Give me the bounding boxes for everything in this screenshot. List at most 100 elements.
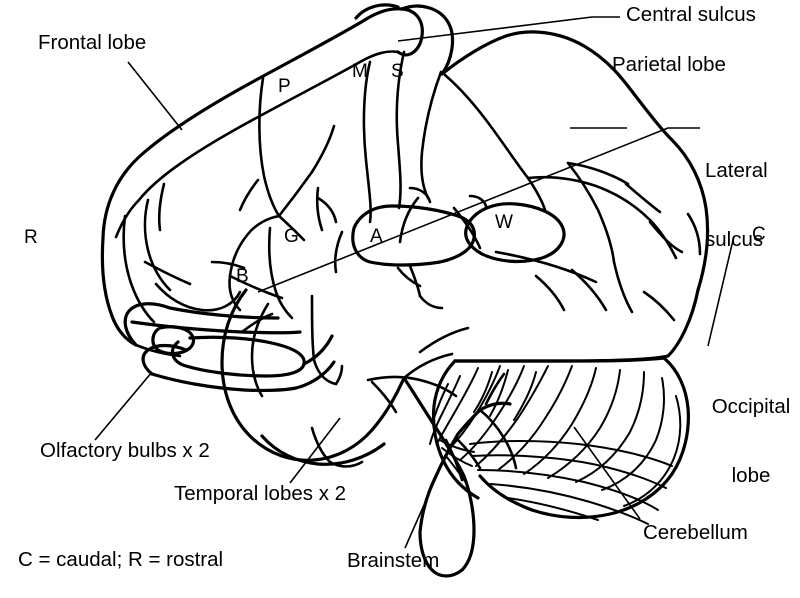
cerebellum-outline-bottom bbox=[530, 472, 674, 520]
leader-occipital-lobe bbox=[707, 235, 735, 347]
temporal-sulcus-7 bbox=[370, 380, 398, 414]
mark-caudal-edge bbox=[686, 212, 702, 256]
temporal-lobules bbox=[333, 186, 566, 310]
temporal-sulcus-6 bbox=[418, 378, 458, 398]
parietal-branch-down bbox=[566, 161, 616, 264]
label-legend-orientation: C = caudal; R = rostral bbox=[18, 548, 224, 571]
dorsal-bump-left bbox=[354, 3, 400, 20]
folia-left-3 bbox=[437, 367, 479, 443]
label-central-sulcus: Central sulcus bbox=[626, 3, 756, 26]
frontal-gyri bbox=[122, 76, 338, 324]
marker-p: P bbox=[278, 76, 291, 97]
temporal-sulcus-2 bbox=[310, 294, 316, 362]
precentral-fold bbox=[398, 196, 420, 244]
parietal-branch-down-2 bbox=[612, 260, 634, 314]
gyrus-P-left bbox=[258, 76, 281, 218]
folia-5 bbox=[575, 371, 645, 483]
gyrus-G-line-2 bbox=[274, 290, 294, 320]
label-occipital-lobe-line2: lobe bbox=[731, 463, 771, 487]
marker-rostral: R bbox=[24, 227, 38, 248]
marker-s: S bbox=[391, 61, 404, 82]
temporal-sulcus-3 bbox=[312, 358, 338, 386]
gyrus-near-A-top bbox=[316, 196, 338, 224]
brainstem-fold-1 bbox=[456, 438, 482, 470]
folia-short-2 bbox=[473, 371, 493, 413]
sylvian-hook-2 bbox=[468, 194, 488, 208]
folia-short-3 bbox=[513, 371, 537, 421]
postcentral-fold bbox=[452, 206, 482, 250]
lobule-W bbox=[464, 202, 566, 264]
occipital-margin bbox=[666, 288, 700, 358]
olfactory-bulb-upper bbox=[151, 325, 196, 356]
marker-caudal: C bbox=[752, 224, 766, 245]
parietal-sulcus-1 bbox=[443, 73, 530, 180]
brainstem-right-edge bbox=[418, 432, 460, 534]
marker-a: A bbox=[370, 226, 383, 247]
gyrus-frontal-lower-3 bbox=[122, 214, 156, 324]
parietal-sulcus-8 bbox=[624, 182, 662, 214]
olfactory-bulb-lower bbox=[170, 335, 306, 378]
label-parietal-lobe: Parietal lobe bbox=[612, 53, 726, 76]
insula-fold bbox=[333, 230, 344, 274]
frontal-pole bbox=[100, 236, 138, 347]
folia-lower-1 bbox=[471, 454, 667, 489]
folia-2 bbox=[497, 365, 573, 471]
leader-temporal-lobes bbox=[289, 417, 341, 484]
frontal-superior-gyrus bbox=[137, 50, 400, 202]
marker-g: G bbox=[284, 226, 299, 247]
olfactory-to-temporal bbox=[294, 360, 336, 390]
central-sulcus-groove bbox=[420, 70, 443, 200]
sulcus-s-right bbox=[395, 50, 406, 210]
frontal-top-bump bbox=[396, 7, 424, 57]
parietal-sulcus-2 bbox=[526, 176, 547, 212]
gyrus-between-g-a bbox=[315, 186, 324, 232]
olfactory-to-temporal-2 bbox=[302, 334, 334, 366]
gyrus-frontal-arc-2 bbox=[228, 214, 281, 278]
folia-left-1 bbox=[459, 365, 525, 461]
olfactory-tract-upper-line2 bbox=[130, 320, 302, 335]
cerebellum-outline-bottom-2 bbox=[478, 474, 534, 512]
cerebrum-outline bbox=[100, 3, 710, 363]
label-cerebellum: Cerebellum bbox=[643, 521, 748, 544]
parietal-sulcus-3 bbox=[526, 175, 652, 222]
folia-lower-3 bbox=[489, 483, 649, 525]
olfactory-tract-upper bbox=[123, 302, 172, 347]
label-occipital-lobe-line1: Occipital bbox=[711, 394, 791, 418]
parietal-dorsal-margin-2 bbox=[632, 92, 674, 142]
folia-lower-4 bbox=[507, 497, 599, 521]
parietal-sulcus-7 bbox=[494, 250, 598, 284]
gyrus-B-arc bbox=[154, 282, 242, 312]
folia-tuft-3 bbox=[445, 455, 469, 487]
sulcus-m-s bbox=[362, 60, 372, 224]
mark-under-A-2 bbox=[408, 264, 422, 298]
leader-olfactory-bulbs bbox=[94, 371, 153, 441]
olfactory-tract-lower-line bbox=[150, 372, 298, 392]
frontal-dorsal-ridge bbox=[101, 7, 404, 240]
gyrus-G-line bbox=[267, 226, 278, 294]
label-lateral-sulcus-line1: Lateral bbox=[705, 158, 768, 182]
parietal-sulcus-6 bbox=[566, 161, 630, 186]
folia-lower-2 bbox=[477, 469, 659, 511]
label-olfactory-bulbs: Olfactory bulbs x 2 bbox=[40, 439, 210, 462]
folia-tuft-1 bbox=[439, 439, 475, 453]
label-occipital-lobe: Occipital lobe bbox=[703, 350, 799, 534]
temporal-ventral-edge bbox=[260, 434, 386, 466]
olfactory-tract-detail bbox=[134, 343, 182, 358]
parietal-sulcus-5 bbox=[648, 220, 684, 254]
cerebellum-outline-top bbox=[453, 356, 666, 363]
label-frontal-lobe: Frontal lobe bbox=[38, 31, 147, 54]
cerebellum-outline-left-2 bbox=[442, 460, 480, 500]
extra-cortical-marks bbox=[534, 212, 702, 322]
temporal-sulcus-4 bbox=[334, 364, 344, 386]
gyrus-frontal-lower-4 bbox=[143, 260, 192, 286]
dorsal-bump-right bbox=[400, 4, 455, 76]
folia-short-1 bbox=[489, 369, 509, 417]
temporal-outline bbox=[220, 288, 374, 462]
label-lateral-sulcus: Lateral sulcus bbox=[705, 114, 795, 298]
marker-m: M bbox=[352, 61, 368, 82]
gyrus-P-branch bbox=[277, 214, 306, 242]
folia-left-4 bbox=[429, 375, 461, 445]
gyrus-frontal-lower-1 bbox=[157, 182, 166, 232]
